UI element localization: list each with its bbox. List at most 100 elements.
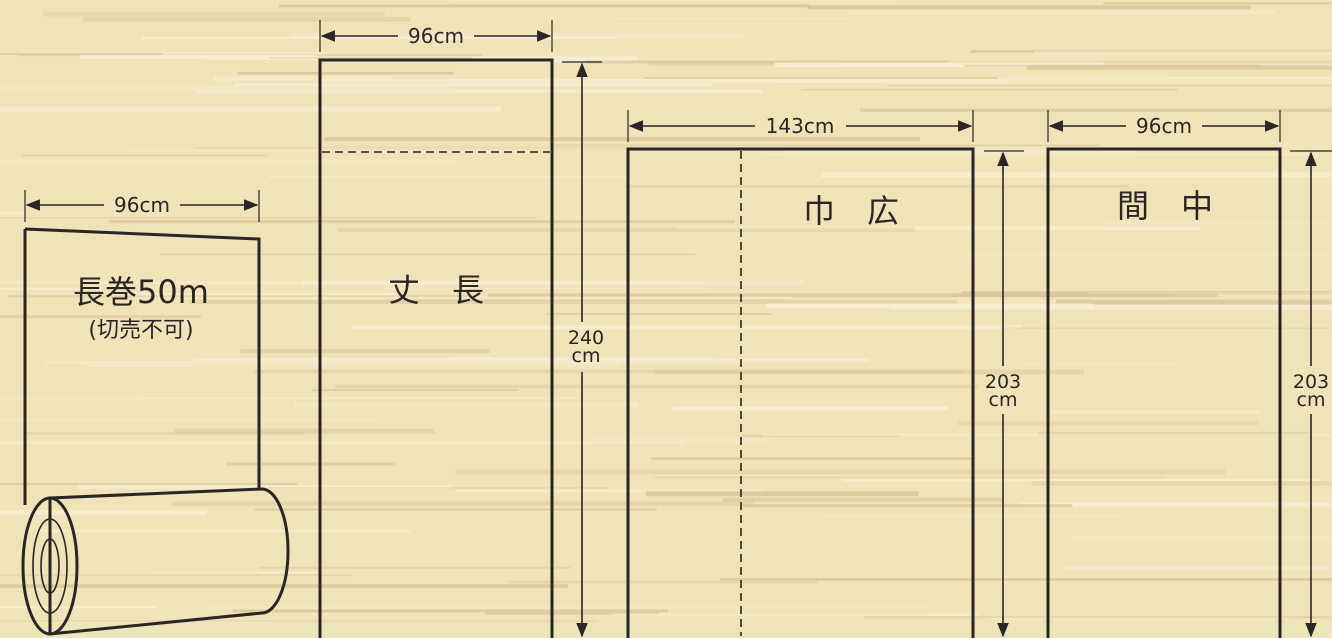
texture-stripe [807,5,1251,10]
texture-stripe [723,497,1004,502]
medium-width-label: 96cm [1136,114,1192,138]
texture-stripe [488,293,1218,298]
texture-stripe [237,71,454,75]
texture-stripe [651,457,976,460]
texture-stripe [0,483,298,486]
texture-stripe [232,609,668,613]
texture-stripe [233,82,712,87]
roll-width-dimension: 96cm [24,190,260,222]
roll-cylinder [21,487,290,636]
texture-stripe [837,63,1332,66]
long-width-dimension: 96cm [319,20,553,52]
texture-stripe [213,76,644,82]
texture-stripe [1070,536,1332,540]
texture-stripe [0,441,685,445]
wide-height-dimension: 203 cm [984,150,1024,638]
texture-stripe [311,389,519,391]
texture-stripe [128,149,520,152]
texture-stripe [646,491,919,497]
texture-stripe [0,315,202,319]
long-height-value: 240 [568,327,604,349]
texture-stripe [240,349,490,354]
wide-width-dimension: 143cm [627,110,974,142]
wide-size-name: 巾 広 [803,192,899,230]
texture-stripe [997,76,1332,80]
texture-stripe [742,434,901,437]
texture-stripe [842,478,1319,482]
wide-height-unit: cm [989,389,1018,411]
texture-stripe [762,153,1325,156]
texture-stripe [720,578,1332,581]
texture-stripe [1031,481,1332,486]
texture-stripe [267,487,608,489]
texture-stripe [585,60,949,64]
texture-stripe [1101,221,1332,225]
texture-stripe [1036,293,1332,295]
texture-stripe [592,438,771,443]
medium-height-unit: cm [1297,389,1326,411]
wide-size-diagram: 143cm 巾 広 203 cm [626,110,1024,638]
texture-stripe [0,106,501,112]
texture-stripe [385,287,707,290]
roll-width-label: 96cm [114,193,170,217]
texture-stripe [80,54,318,59]
medium-size-name: 間 中 [1117,187,1213,225]
texture-stripe [350,325,1022,330]
texture-stripe [279,4,810,8]
texture-stripe [970,50,1332,53]
medium-width-dimension: 96cm [1047,110,1281,142]
texture-stripe [1018,502,1332,508]
texture-stripe [547,312,773,315]
medium-height-value: 203 [1293,371,1329,393]
texture-stripe [171,501,754,507]
texture-stripe [611,17,851,20]
texture-stripe [134,296,793,299]
texture-stripe [44,361,740,364]
texture-stripe [0,216,537,219]
texture-stripe [860,108,1332,112]
texture-stripe [625,184,1129,188]
texture-stripe [770,81,1332,83]
texture-stripe [36,621,268,623]
texture-stripe [652,476,1164,478]
texture-stripe [193,358,870,363]
texture-stripe [0,85,453,90]
texture-stripe [953,293,1173,297]
texture-stripe [654,369,1085,375]
texture-stripe [847,10,1276,15]
texture-stripe [324,137,920,142]
texture-stripe [319,79,1007,83]
texture-stripe [1027,65,1332,70]
texture-stripe [821,172,1332,178]
texture-stripe [801,89,1178,91]
texture-stripe [269,57,473,59]
texture-stripe [0,620,598,622]
texture-stripe [1050,410,1260,414]
roll-note: (切売不可) [88,318,193,343]
texture-stripe [964,253,1332,257]
texture-stripe [254,508,657,511]
texture-stripe [0,574,353,577]
texture-stripe [553,144,1101,147]
texture-stripe [1056,299,1332,305]
roll-sheet [23,227,261,505]
texture-stripe [611,613,979,616]
texture-stripe [8,295,473,298]
medium-mat-outline [1046,147,1282,638]
texture-stripe [887,85,1332,87]
texture-stripe [24,431,305,435]
texture-stripe [0,159,458,163]
texture-stripe [293,402,638,408]
texture-stripe [86,363,619,367]
medium-height-dimension: 203 cm [1290,150,1332,638]
texture-stripe [391,77,1163,79]
texture-stripe [455,469,1226,475]
texture-stripe [252,369,964,374]
long-size-diagram: 96cm 丈 長 240 cm [318,20,604,638]
texture-stripe [1005,327,1332,329]
texture-stripe [0,210,26,215]
texture-stripe [485,612,659,615]
